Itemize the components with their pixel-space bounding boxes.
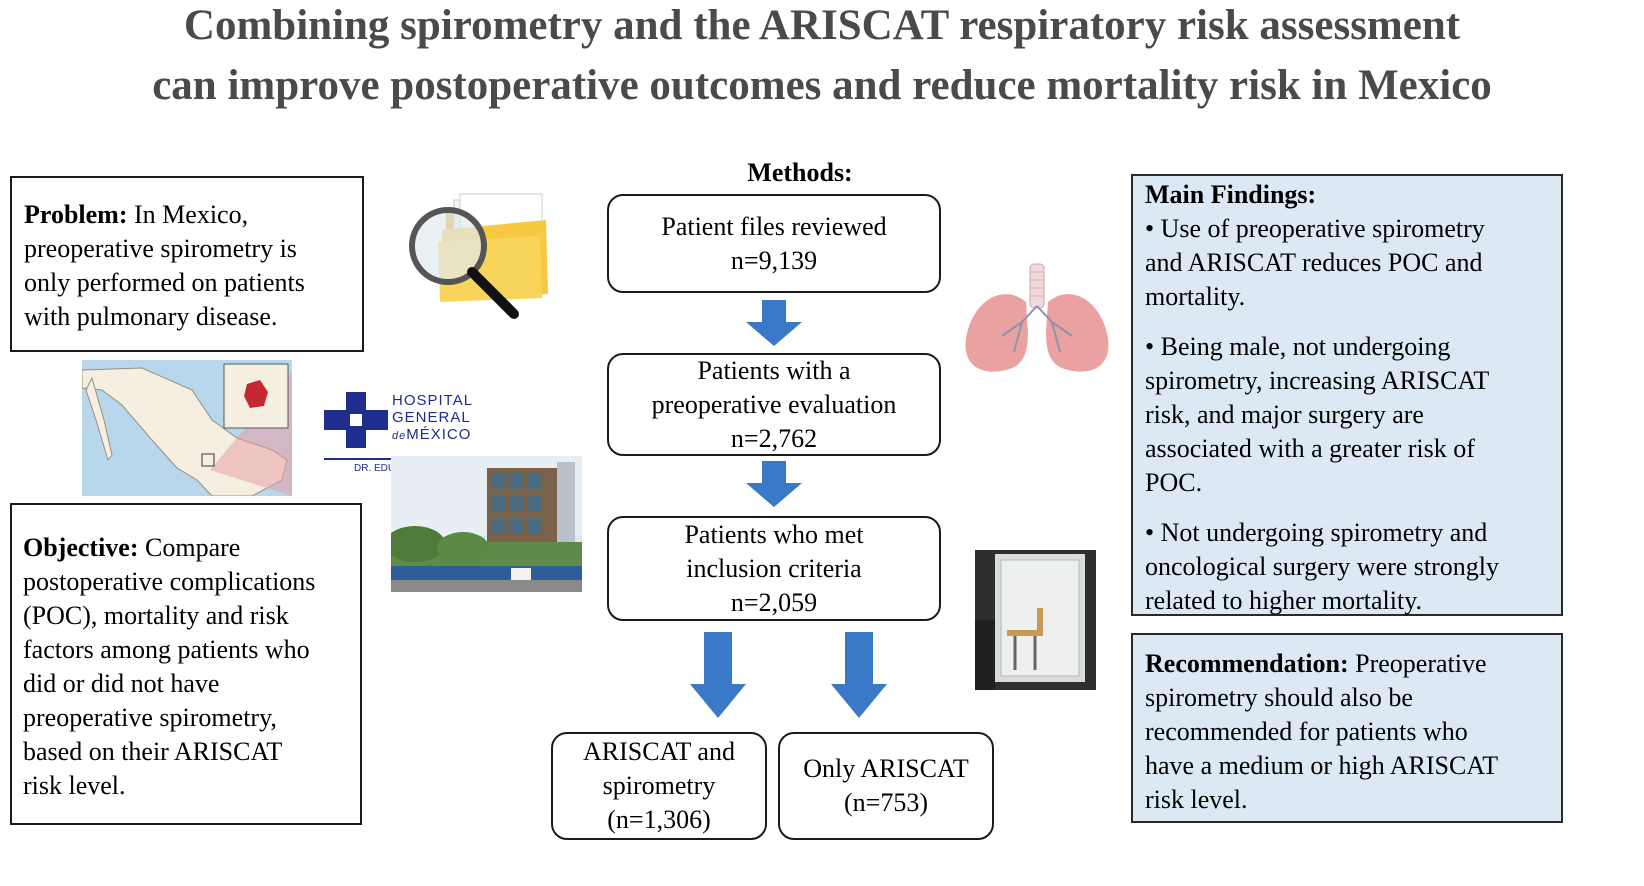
- main-findings-box: Main Findings: • Use of preoperative spi…: [1131, 174, 1563, 616]
- title-line-2: can improve postoperative outcomes and r…: [152, 62, 1492, 109]
- problem-box: Problem: In Mexico, preoperative spirome…: [10, 176, 364, 352]
- step-patient-files: Patient files reviewed n=9,139: [607, 194, 941, 293]
- hospital-name: HOSPITAL GENERAL deMÉXICO: [392, 392, 474, 443]
- objective-box: Objective: Compare postoperative complic…: [10, 503, 362, 825]
- step-preoperative-evaluation: Patients with a preoperative evaluation …: [607, 353, 941, 456]
- lungs-icon: [965, 263, 1109, 372]
- problem-heading: Problem:: [24, 200, 128, 229]
- step-inclusion-criteria: Patients who met inclusion criteria n=2,…: [607, 516, 941, 621]
- findings-heading: Main Findings:: [1145, 180, 1317, 209]
- arrow-down-1: [746, 300, 802, 346]
- objective-heading: Objective:: [23, 533, 139, 562]
- recommendation-box: Recommendation: Preoperative spirometry …: [1131, 633, 1563, 823]
- group-only-ariscat: Only ARISCAT (n=753): [778, 732, 994, 840]
- methods-label: Methods:: [747, 158, 853, 187]
- arrow-down-left: [690, 632, 746, 718]
- title-line-1: Combining spirometry and the ARISCAT res…: [183, 2, 1461, 49]
- problem-text: Problem: In Mexico, preoperative spirome…: [24, 200, 305, 331]
- objective-text: Objective: Compare postoperative complic…: [23, 533, 316, 800]
- hospital-cross-icon: [324, 392, 388, 448]
- arrow-down-right: [831, 632, 887, 718]
- spirometry-booth-image: [975, 550, 1096, 690]
- recommendation-text: Recommendation: Preoperative spirometry …: [1145, 649, 1499, 814]
- group-ariscat-spirometry: ARISCAT and spirometry (n=1,306): [551, 732, 767, 840]
- findings-text: Main Findings: • Use of preoperative spi…: [1145, 180, 1500, 615]
- arrow-down-2: [746, 461, 802, 507]
- recommendation-heading: Recommendation:: [1145, 649, 1349, 678]
- mexico-map: [82, 360, 292, 496]
- folder-magnifier-icon: [398, 190, 550, 320]
- hospital-building-image: [391, 456, 582, 592]
